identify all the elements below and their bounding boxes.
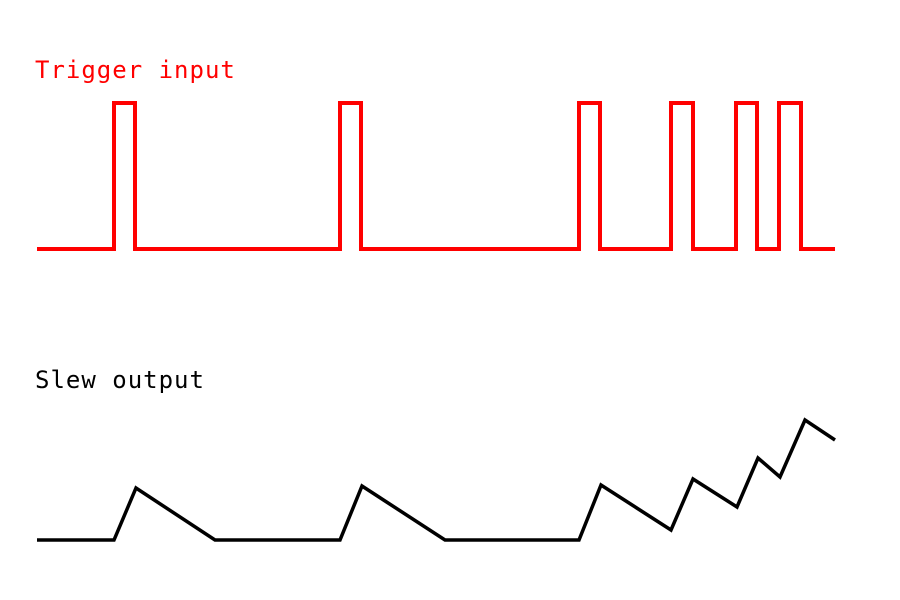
slew-waveform (37, 417, 836, 542)
slew-output-label: Slew output (35, 366, 205, 394)
trigger-waveform (37, 101, 835, 251)
trigger-input-label: Trigger input (35, 56, 236, 84)
